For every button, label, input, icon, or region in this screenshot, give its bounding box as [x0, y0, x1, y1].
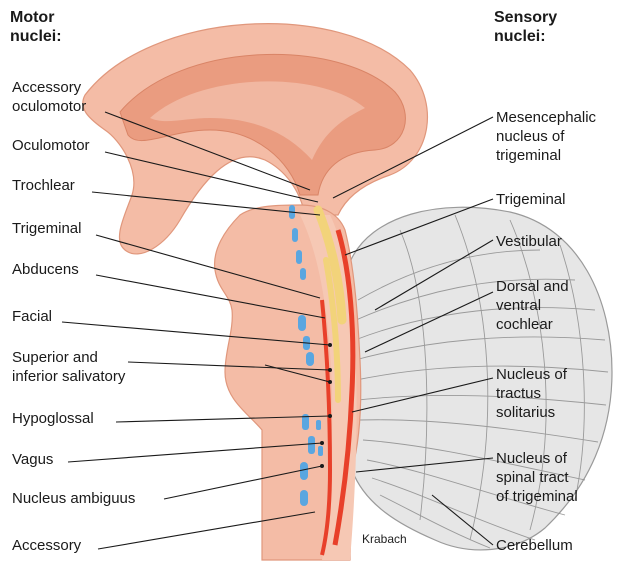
label-cerebellum: Cerebellum [496, 536, 573, 555]
label-oculomotor: Oculomotor [12, 136, 90, 155]
label-vestibular: Vestibular [496, 232, 562, 251]
label-hypoglossal: Hypoglossal [12, 409, 94, 428]
label-accessory: Accessory [12, 536, 81, 555]
label-nucleus-ambiguus: Nucleus ambiguus [12, 489, 135, 508]
brainstem-shape [215, 205, 361, 560]
label-vagus: Vagus [12, 450, 53, 469]
label-facial: Facial [12, 307, 52, 326]
label-trigeminal-sensory: Trigeminal [496, 190, 565, 209]
label-trochlear: Trochlear [12, 176, 75, 195]
artist-signature: Krabach [362, 530, 407, 549]
label-abducens: Abducens [12, 260, 79, 279]
label-trigeminal-motor: Trigeminal [12, 219, 81, 238]
